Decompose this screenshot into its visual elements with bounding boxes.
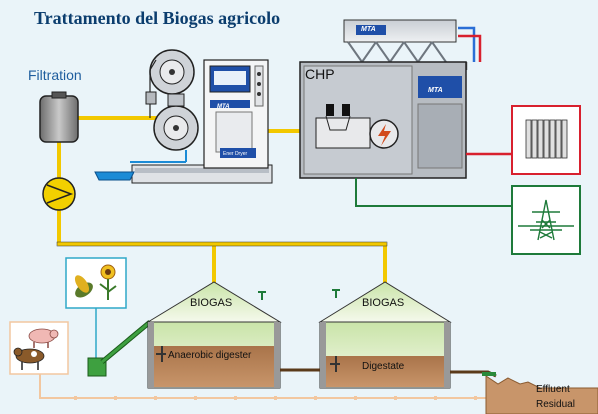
feeder-hopper (87, 320, 152, 377)
effluent-label: Effluent (536, 384, 570, 395)
chp-brand-logo: MTA (428, 87, 443, 94)
power-pylon-icon (518, 199, 574, 241)
radiator-panel (511, 105, 581, 175)
crops-box (65, 257, 127, 309)
pig-icon (28, 328, 59, 348)
cow-icon (13, 347, 45, 370)
biogas-label-right: BIOGAS (362, 297, 405, 309)
dryer-brand-logo: MTA (217, 104, 230, 110)
radiator-icon (525, 119, 568, 159)
gas-pipe-outline (56, 241, 388, 247)
ener-dryer-label: Ener Dryer (223, 151, 248, 157)
filter-icon (39, 91, 79, 143)
residual-label: Residual (536, 399, 575, 410)
digestate-label: Digestate (362, 361, 405, 372)
chp-unit (299, 61, 467, 179)
pump-icon (42, 177, 76, 211)
chiller-unit (343, 19, 457, 63)
chp-label: CHP (305, 66, 335, 82)
power-line (355, 178, 512, 207)
anaerobic-digester-tank (146, 281, 282, 389)
gas-dryer-unit (94, 49, 273, 184)
chiller-brand-logo: MTA (361, 26, 376, 33)
gas-pipeline (57, 116, 387, 290)
grid-panel (511, 185, 581, 255)
diagram-title: Trattamento del Biogas agricolo (34, 8, 281, 28)
anaerobic-digester-label: Anaerobic digester (168, 350, 252, 361)
effluent-lagoon (482, 372, 598, 414)
livestock-box (9, 321, 69, 375)
crop-plants-icon (74, 264, 117, 300)
livestock-feed-line (39, 374, 520, 399)
biogas-label-left: BIOGAS (190, 297, 233, 309)
digestate-tank (318, 281, 452, 389)
filtration-label: Filtration (28, 67, 82, 83)
flame-icon (378, 124, 391, 146)
